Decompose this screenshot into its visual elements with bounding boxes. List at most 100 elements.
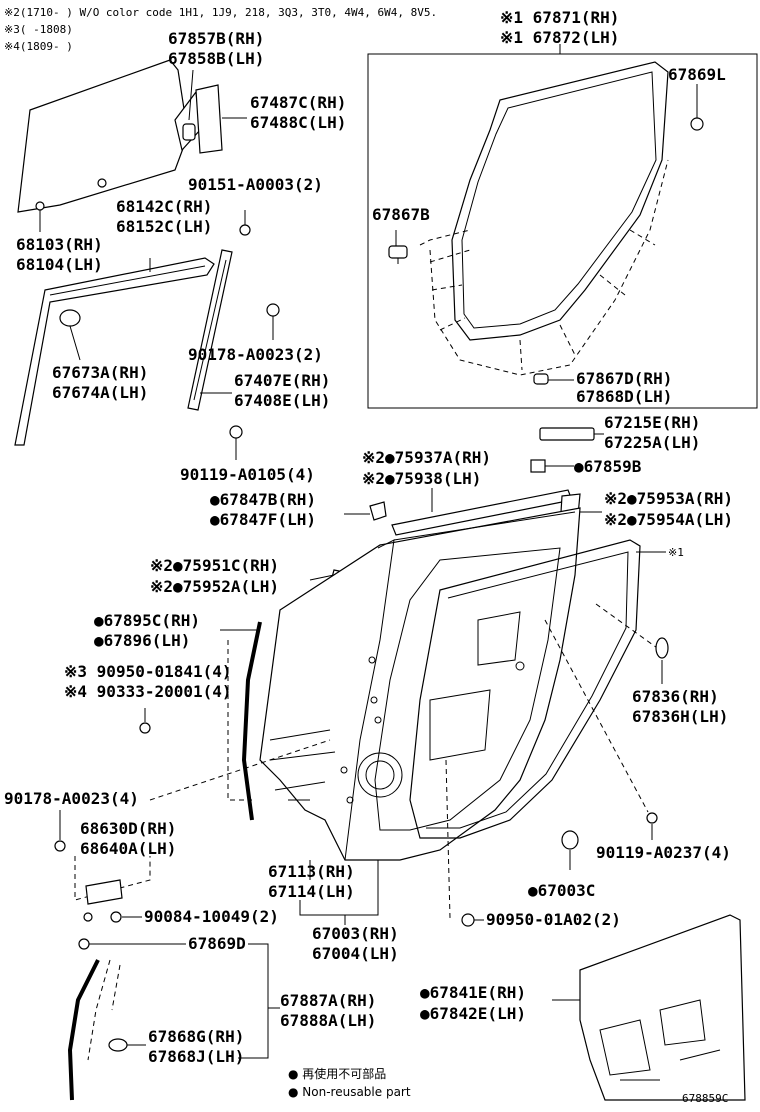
screw-90950-01841 (139, 722, 151, 734)
label-67215E: 67215E(RH) (604, 413, 700, 432)
bracket-67003 (299, 860, 379, 916)
cushion-67859B (530, 459, 546, 473)
seal-67887A-dash (87, 959, 121, 1061)
label-67868G: 67868G(RH) (148, 1027, 244, 1046)
run-channel-inner (49, 265, 206, 296)
label-67407E: 67407E(RH) (234, 371, 330, 390)
label-68630D: 68630D(RH) (80, 819, 176, 838)
label-67673A: 67673A(RH) (52, 363, 148, 382)
bolt-90084-a (83, 912, 93, 922)
label-67836: 67836(RH) (632, 687, 719, 706)
clip-67868G (108, 1038, 128, 1052)
garnish-67487C (195, 84, 223, 154)
label-67869D: 67869D (188, 934, 246, 953)
label-67004: 67004(LH) (312, 944, 399, 963)
panel-hole-4 (340, 766, 348, 774)
label-67113: 67113(RH) (268, 862, 355, 881)
note-3: ※3( -1808) (4, 23, 73, 36)
leader-67673A (69, 325, 81, 361)
leader-75951C (309, 574, 335, 581)
label-67488C: 67488C(LH) (250, 113, 346, 132)
label-67859B: ●67859B (574, 457, 642, 476)
run-channel-clip (59, 309, 81, 327)
label-67867D: 67867D(RH) (576, 369, 672, 388)
clip-67869L (690, 117, 704, 131)
label-67857B: 67857B(RH) (168, 29, 264, 48)
legend-en: ● Non-reusable part (288, 1085, 411, 1099)
label-67868D: 67868D(LH) (576, 387, 672, 406)
dash-to-90119b (544, 619, 649, 813)
legend-ja: ● 再使用不可部品 (288, 1066, 386, 1081)
label-67869L: 67869L (668, 65, 726, 84)
screw-90151 (239, 224, 251, 236)
run-channel-68142C (14, 257, 215, 446)
label-75953A: ※2●75953A(RH) (604, 489, 733, 508)
label-90178a: 90178-A0023(2) (188, 345, 323, 364)
label-67842E: ●67842E(LH) (420, 1004, 526, 1023)
label-90119a: 90119-A0105(4) (180, 465, 315, 484)
speaker-hole-inner (365, 760, 395, 790)
service-hole-upper (477, 611, 521, 666)
cushion-67836 (655, 637, 669, 659)
hinge-68630D (85, 879, 123, 905)
panel-hole-1 (368, 656, 376, 664)
clip-67847B (369, 501, 387, 521)
label-67867B: 67867B (372, 205, 430, 224)
handle-67215E (539, 427, 595, 441)
label-90151: 90151-A0003(2) (188, 175, 323, 194)
label-68152C: 68152C(LH) (116, 217, 212, 236)
door-outline-hole-1 (599, 1019, 651, 1076)
label-67841E: ●67841E(RH) (420, 983, 526, 1002)
label-67888A: 67888A(LH) (280, 1011, 376, 1030)
label-note-1: ※1 (668, 546, 684, 559)
label-67114: 67114(LH) (268, 882, 355, 901)
label-67858B: 67858B(LH) (168, 49, 264, 68)
door-frame-front (344, 539, 395, 861)
door-outline-hole-2 (659, 999, 706, 1046)
label-67868J: 67868J(LH) (148, 1047, 244, 1066)
label-67487C: 67487C(RH) (250, 93, 346, 112)
label-90119b: 90119-A0237(4) (596, 843, 731, 862)
label-67225A: 67225A(LH) (604, 433, 700, 452)
screw-90178-lower (54, 840, 66, 852)
weatherstrip-seal-dashed-ribs (419, 229, 656, 371)
weatherstrip-on-door-inner (426, 551, 629, 829)
label-67836H: 67836H(LH) (632, 707, 728, 726)
bracket-67887A (238, 943, 269, 1059)
panel-hole-6 (515, 661, 525, 671)
label-67003C: ●67003C (528, 881, 595, 900)
clip-67869D (78, 938, 90, 950)
screw-90178-upper (266, 303, 280, 317)
glass-bolt-left (35, 201, 45, 211)
quarter-glass-retainer (182, 123, 196, 141)
label-75954A: ※2●75954A(LH) (604, 510, 733, 529)
label-75952A: ※2●75952A(LH) (150, 577, 279, 596)
leader-67857B (188, 69, 194, 121)
figure-code: 678859C (682, 1092, 728, 1105)
clip-67867D (533, 373, 549, 385)
bolt-90119-upper (229, 425, 243, 439)
label-75938: ※2●75938(LH) (362, 469, 481, 488)
label-90333: ※4 90333-20001(4) (64, 682, 232, 701)
plug-67003C (561, 830, 579, 850)
label-90178b: 90178-A0023(4) (4, 789, 139, 808)
label-75937A: ※2●75937A(RH) (362, 448, 491, 467)
door-outline-detail (620, 1049, 721, 1081)
door-panel-67003 (259, 507, 581, 861)
label-68640A: 68640A(LH) (80, 839, 176, 858)
bolt-90119-lower (646, 812, 658, 824)
panel-hole-2 (370, 696, 378, 704)
label-67847B: ●67847B(RH) (210, 490, 316, 509)
door-frame-top (393, 511, 576, 541)
label-75951C: ※2●75951C(RH) (150, 556, 279, 575)
panel-hole-3 (374, 716, 382, 724)
door-outline-67841E (579, 914, 746, 1101)
label-67887A: 67887A(RH) (280, 991, 376, 1010)
label-90950a: ※3 90950-01841(4) (64, 662, 232, 681)
seal-67895C-dash (227, 640, 252, 801)
division-bar-inner (193, 259, 227, 401)
label-67895C: ●67895C(RH) (94, 611, 200, 630)
glass-bolt-right (97, 178, 107, 188)
label-67408E: 67408E(LH) (234, 391, 330, 410)
